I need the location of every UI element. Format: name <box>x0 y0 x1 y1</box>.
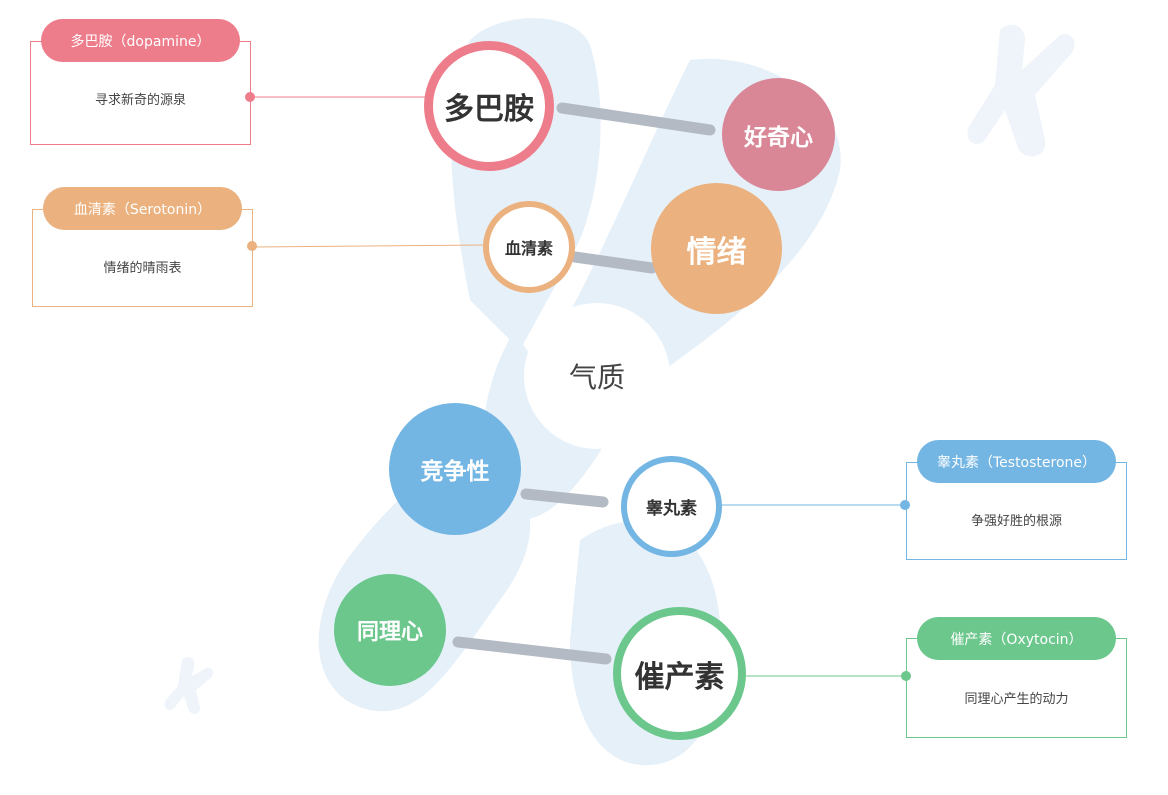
connector-oxytocin-empathy <box>452 636 612 665</box>
trait-node-emotion: 情绪 <box>651 183 782 314</box>
connector-dot <box>900 500 910 510</box>
trait-node-empathy: 同理心 <box>334 574 446 686</box>
card-title-dopamine: 多巴胺（dopamine） <box>41 19 240 62</box>
hormone-node-oxytocin: 催产素 <box>613 607 746 740</box>
connector-dot <box>245 92 255 102</box>
trait-label: 情绪 <box>686 234 747 270</box>
connector-serotonin-emotion <box>569 251 658 274</box>
chromosome-icon-tiny <box>164 657 214 714</box>
card-title-serotonin: 血清素（Serotonin） <box>43 187 242 230</box>
card-description: 寻求新奇的源泉 <box>94 93 186 108</box>
connector-dot <box>247 241 257 251</box>
connector-testosterone-competitiveness <box>520 488 609 508</box>
hormone-label: 多巴胺 <box>444 92 534 127</box>
trait-node-curiosity: 好奇心 <box>722 78 835 191</box>
chromosome-icon-small <box>967 24 1075 157</box>
center-label: 气质 <box>568 361 625 394</box>
center-node-temperament: 气质 <box>524 303 670 449</box>
connector-dot <box>901 671 911 681</box>
trait-label: 好奇心 <box>744 124 813 151</box>
trait-node-competitiveness: 竞争性 <box>389 403 521 535</box>
hormone-node-testosterone: 睾丸素 <box>621 456 722 557</box>
leader-line-serotonin <box>251 244 485 248</box>
trait-label: 竞争性 <box>420 459 490 485</box>
card-title-testosterone: 睾丸素（Testosterone） <box>917 440 1116 483</box>
hormone-node-dopamine: 多巴胺 <box>424 41 554 171</box>
hormone-label: 催产素 <box>634 659 725 695</box>
card-description: 情绪的晴雨表 <box>103 261 182 276</box>
card-title-oxytocin: 催产素（Oxytocin） <box>917 617 1116 660</box>
hormone-label: 睾丸素 <box>646 499 697 519</box>
card-description: 同理心产生的动力 <box>964 692 1069 707</box>
connector-dopamine-curiosity <box>556 102 716 136</box>
card-description: 争强好胜的根源 <box>970 514 1062 529</box>
hormone-node-serotonin: 血清素 <box>483 201 575 293</box>
trait-label: 同理心 <box>356 620 423 645</box>
hormone-label: 血清素 <box>504 239 553 258</box>
